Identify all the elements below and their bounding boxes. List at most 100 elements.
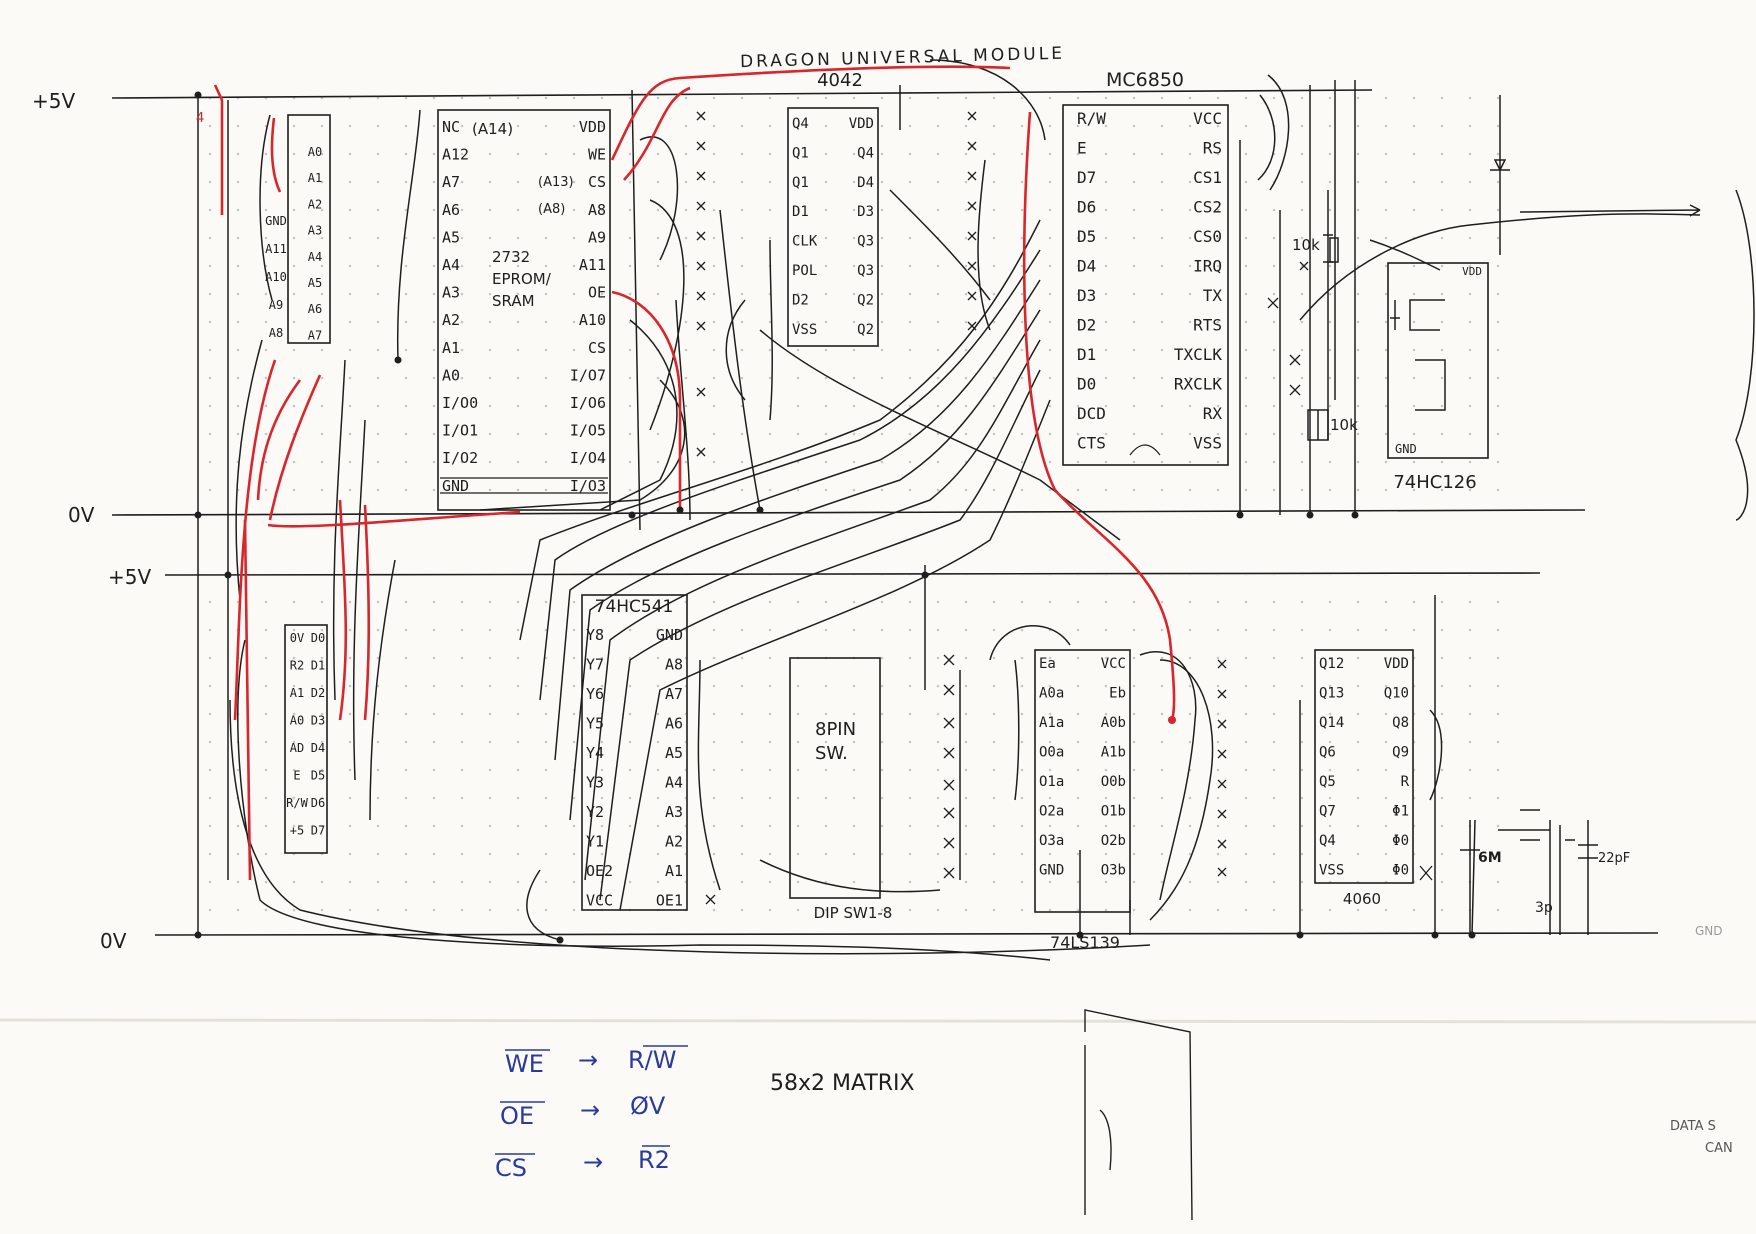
hc541-pin-left-2: Y6 [586, 685, 604, 703]
mc6850-pin-right-9: RXCLK [1174, 375, 1223, 394]
eprom-pin-right-9: I/O7 [570, 366, 606, 384]
mapping-to-3: R2 [638, 1146, 670, 1174]
mc6850-pin-right-3: CS2 [1193, 198, 1222, 217]
ls139-label: 74LS139 [1050, 933, 1120, 952]
ls139-pin-left-2: A1a [1039, 715, 1064, 731]
hc541-pin-right-1: A8 [665, 656, 683, 674]
hc541-chip-body [581, 594, 688, 911]
connector-top-right-1: A1 [308, 171, 322, 185]
junction-dots [194, 91, 1476, 944]
hc541-pin-left-0: Y8 [586, 626, 604, 644]
hc541-label: 74HC541 [595, 597, 674, 617]
eprom-pin-right-0: VDD [579, 118, 606, 136]
connector-bottom-right-2: D2 [311, 686, 325, 700]
mc6850-pin-right-10: RX [1203, 404, 1223, 423]
hc541-pin-left-3: Y5 [586, 715, 604, 733]
c4060-pin-left-4: Q5 [1319, 774, 1336, 790]
c74hc126-bottom-pin: GND [1395, 442, 1417, 456]
c4060-pin-right-6: Φ0 [1392, 833, 1409, 849]
c4042-pin-left-4: CLK [792, 234, 818, 250]
ls139-pin-right-6: O2b [1101, 833, 1126, 849]
eprom-pin-right-2: CS [588, 173, 606, 191]
connector-bottom-right-4: D4 [311, 741, 325, 755]
c4042-chip-body [787, 107, 879, 347]
c4060-pin-left-7: VSS [1319, 863, 1344, 879]
connector-top-right-2: A2 [308, 197, 322, 211]
eprom-pin-left-6: A3 [442, 284, 460, 302]
hc541-pin-right-6: A3 [665, 803, 683, 821]
connector-top-left-0: GND [265, 214, 287, 228]
mc6850-pin-left-1: E [1077, 139, 1087, 158]
c4042-pin-left-7: VSS [792, 322, 817, 338]
hc541-pin-left-5: Y3 [586, 774, 604, 792]
c4060-pin-left-3: Q6 [1319, 745, 1336, 761]
mc6850-pin-right-7: RTS [1193, 316, 1222, 335]
eprom-pin-left-5: A4 [442, 256, 460, 274]
connector-bottom-left-0: 0V [290, 631, 304, 645]
rail-5v-mid [164, 572, 1541, 576]
connector-bottom-left-6: R/W [286, 796, 308, 810]
rail-5v-top [111, 89, 1373, 99]
c4060-pin-right-1: Q10 [1384, 686, 1409, 702]
ls139-pin-left-5: O2a [1039, 804, 1064, 820]
mc6850-pin-right-0: VCC [1193, 109, 1222, 128]
hc541-pin-right-3: A6 [665, 715, 683, 733]
mc6850-pin-left-10: DCD [1077, 404, 1106, 423]
connector-top-right-4: A4 [308, 250, 322, 264]
mapping-from-3: CS [495, 1154, 527, 1182]
mc6850-pin-right-2: CS1 [1193, 168, 1222, 187]
c4060-chip-body [1314, 649, 1414, 884]
ls139-pin-right-2: A0b [1101, 715, 1126, 731]
hc541-pin-left-4: Y4 [586, 744, 604, 762]
signal-mapping-note: WE → R/W OE → ØV CS → R2 [495, 1045, 688, 1182]
c4042-pin-right-7: Q2 [857, 322, 874, 338]
ls139-pin-left-6: O3a [1039, 833, 1064, 849]
mc6850-label: MC6850 [1106, 69, 1184, 91]
matrix-note: 58x2 MATRIX [770, 1071, 915, 1096]
eprom-pin-right-10: I/O6 [570, 394, 606, 412]
eprom-pin-right-3: A8 [588, 201, 606, 219]
c4060-pin-right-5: Φ1 [1392, 804, 1409, 820]
connector-bottom-right-7: D7 [311, 824, 325, 838]
connector-top-left-4: A8 [269, 326, 283, 340]
c4042-label: 4042 [817, 70, 863, 91]
eprom-label-1: EPROM/ [492, 270, 552, 288]
ls139-pin-left-1: A0a [1039, 686, 1064, 702]
mc6850-pin-left-11: CTS [1077, 434, 1106, 453]
rail-label-0v-bottom: 0V [100, 929, 127, 953]
hc541-pin-right-2: A7 [665, 685, 683, 703]
connector-bottom-left-1: R2 [290, 659, 304, 673]
c74hc126-top-pin: VDD [1462, 265, 1482, 278]
c4060-pin-left-0: Q12 [1319, 656, 1344, 672]
c4060-pin-right-4: R [1401, 774, 1410, 790]
chip-bodies [284, 104, 1489, 913]
mc6850-notch [1129, 444, 1161, 456]
eprom-pin-right-5: A11 [579, 256, 606, 274]
eprom-pin-left-4: A5 [442, 228, 460, 246]
dot-grid-upper [185, 90, 1515, 510]
eprom-label-2: SRAM [492, 292, 535, 310]
cap-label-3: 3p [1535, 900, 1553, 916]
c4042-pin-right-4: Q3 [857, 234, 874, 250]
connector-bottom-left-5: E [293, 769, 300, 783]
mc6850-pin-left-6: D3 [1077, 286, 1096, 305]
c4060-pin-left-6: Q4 [1319, 833, 1336, 849]
c4060-pin-right-2: Q8 [1392, 715, 1409, 731]
mc6850-chip-body [1062, 104, 1229, 466]
c4042-pin-right-3: D3 [857, 204, 874, 220]
eprom-label-0: 2732 [492, 248, 530, 266]
c4060-pin-right-0: VDD [1384, 656, 1409, 672]
connector-top-right-0: A0 [308, 145, 322, 159]
matrix-sketch [1084, 1009, 1193, 1221]
eprom-pin-right-6: OE [588, 284, 606, 302]
connector-top-right-3: A3 [308, 224, 322, 238]
ls139-pin-right-5: O1b [1101, 804, 1126, 820]
c4060-pin-left-1: Q13 [1319, 686, 1344, 702]
ls139-pin-left-4: O1a [1039, 774, 1064, 790]
eprom-pin-left-12: I/O2 [442, 449, 478, 467]
eprom-pin-right-13: I/O3 [570, 477, 606, 495]
mapping-arrow-2: → [580, 1096, 600, 1124]
connector-top-left-1: A11 [265, 242, 287, 256]
connector-bottom-body [284, 624, 328, 854]
mc6850-pin-right-8: TXCLK [1174, 345, 1223, 364]
